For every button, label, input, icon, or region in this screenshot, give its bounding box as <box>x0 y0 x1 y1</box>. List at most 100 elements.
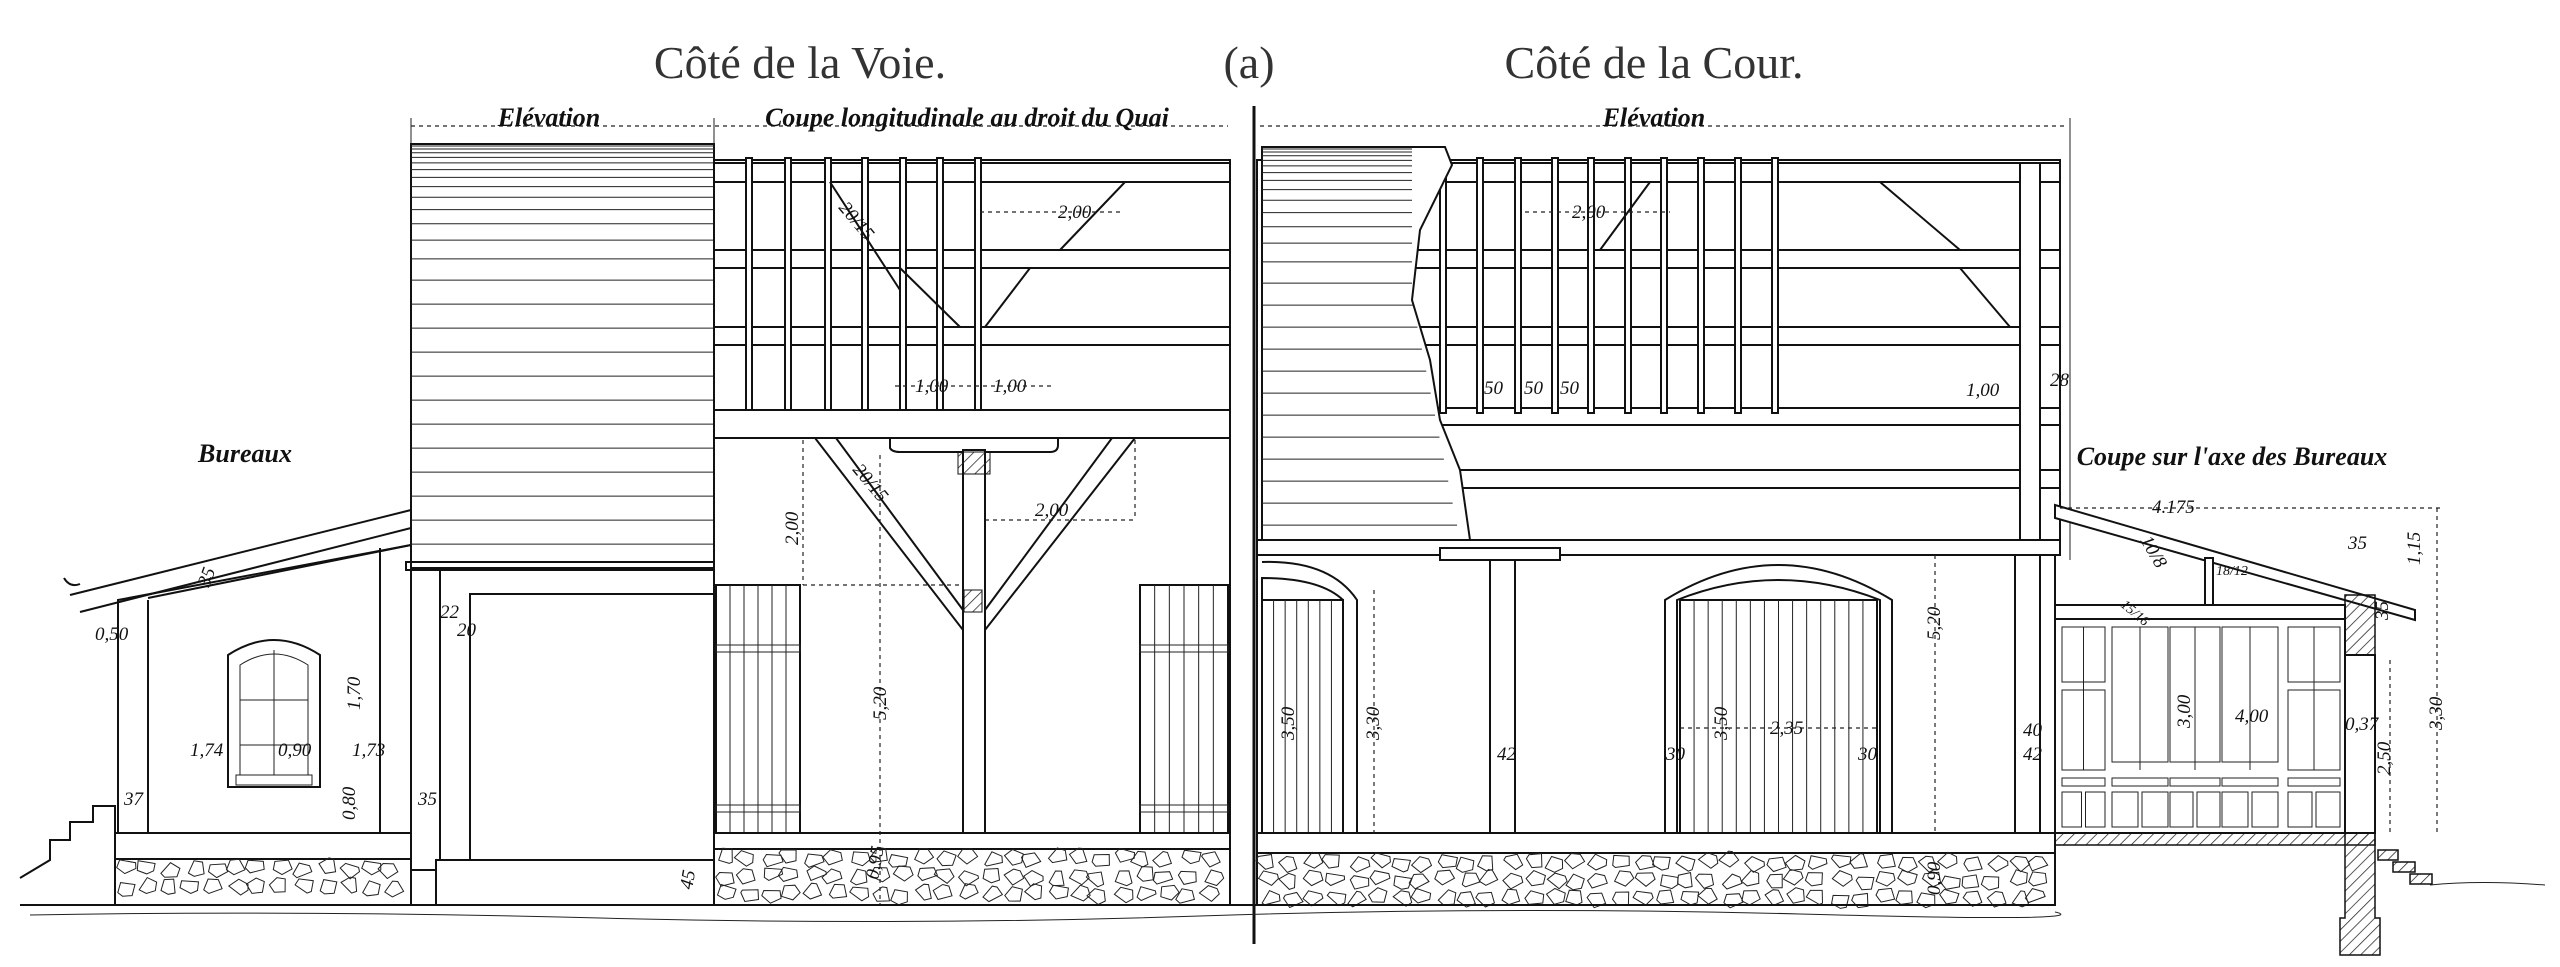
rafter <box>936 157 944 414</box>
rubble-stone <box>761 889 782 904</box>
rubble-stone <box>1478 868 1499 886</box>
rubble-stone <box>1697 887 1718 905</box>
rubble-stone <box>917 867 939 882</box>
rubble-stone <box>318 857 337 874</box>
rubble-stone <box>1917 855 1938 873</box>
lower-panel <box>2111 791 2139 828</box>
rubble-stone <box>1003 868 1025 886</box>
rubble-stone <box>1369 870 1391 886</box>
rubble-stone <box>957 848 979 865</box>
rubble-stone <box>1114 870 1133 887</box>
rubble-stone <box>207 863 229 879</box>
steps <box>19 805 116 879</box>
rubble-stone <box>1875 887 1896 903</box>
rubble-stone <box>872 886 891 902</box>
rubble-stone <box>1434 869 1456 886</box>
rubble-stone <box>1408 873 1430 890</box>
rubble-stone <box>1877 853 1896 869</box>
rubble-stone <box>1940 875 1961 890</box>
rubble-stone <box>849 886 870 902</box>
dim-brace-height: 2,00 <box>782 511 803 545</box>
rubble-stone <box>244 859 265 874</box>
rubble-stone <box>1986 890 2007 908</box>
rubble-stone <box>1456 891 1476 908</box>
rubble-stone <box>1302 869 1324 887</box>
brace <box>1599 181 1651 251</box>
label-elevation-right: Elévation <box>1602 103 1706 132</box>
title-cote-cour: Côté de la Cour. <box>1505 37 1804 88</box>
rubble-stone <box>828 883 848 899</box>
rubble-stone <box>187 860 205 877</box>
rubble-stone <box>1410 856 1433 874</box>
rubble-stone <box>777 866 799 882</box>
rubble-stone <box>822 849 843 866</box>
rubble-stone <box>1152 850 1173 868</box>
rubble-stone <box>1723 893 1744 909</box>
dim-edge: 28 <box>2050 370 2070 391</box>
rafter <box>1624 157 1632 414</box>
ground-line <box>20 904 2062 923</box>
rubble-stone <box>1091 853 1110 867</box>
porch-opening <box>410 569 715 906</box>
rubble-stone <box>1257 870 1279 887</box>
rubble-stone <box>361 860 382 876</box>
rubble-stone <box>1634 872 1656 887</box>
rubble-stone <box>138 876 158 895</box>
rubble-stone <box>225 858 246 876</box>
door-hinge <box>715 644 801 653</box>
rubble-stone <box>179 880 200 895</box>
title-cote-voie: Côté de la Voie. <box>654 37 946 88</box>
rubble-stone <box>821 868 843 885</box>
beam <box>1399 162 2061 183</box>
lower-panel <box>2061 791 2082 828</box>
dim-post-50a: 50 <box>1484 378 1504 399</box>
dim-pier-b: 42 <box>2023 744 2043 765</box>
dim-partition-height: 3,00 <box>2174 694 2195 729</box>
rubble-stone <box>362 880 381 897</box>
rubble-stone <box>1525 853 1543 869</box>
rubble-stone <box>1897 869 1918 886</box>
rubble-stone <box>1656 889 1675 905</box>
rubble-stone <box>136 860 156 875</box>
rubble-stone <box>1987 854 2009 873</box>
rubble-stone <box>1455 856 1475 873</box>
figure-label: (a) <box>1223 37 1274 88</box>
rubble-stone <box>802 882 823 900</box>
rafter <box>1551 157 1559 414</box>
rubble-stone <box>203 878 223 895</box>
rubble-stone <box>1023 883 1043 901</box>
dim-span-top-cour: 2,00 <box>1572 202 1606 223</box>
rubble-stone <box>1586 872 1608 889</box>
rafter <box>1476 157 1484 414</box>
shutter-door-left <box>715 584 801 834</box>
rubble-stone <box>1851 892 1869 909</box>
rubble-stone <box>1391 858 1412 873</box>
rubble-stone <box>778 849 797 864</box>
rubble-stone <box>1437 854 1458 869</box>
dim-base-cour: 0,90 <box>1924 861 1945 895</box>
rubble-stone <box>1766 856 1787 873</box>
beam <box>713 162 1231 183</box>
rail <box>2287 777 2341 787</box>
rubble-stone <box>1020 852 1042 868</box>
rubble-stone <box>160 862 181 878</box>
rubble-stone <box>1461 872 1481 888</box>
dim-window-height-section: 2,50 <box>2374 741 2395 775</box>
rubble-stone <box>740 889 760 903</box>
label-elevation-left: Elévation <box>497 103 601 132</box>
rubble-stone <box>1849 853 1869 869</box>
rubble-stone <box>1613 870 1635 887</box>
rail <box>2221 777 2279 787</box>
rubble-stone <box>1831 894 1850 909</box>
shutter-door-right <box>1139 584 1229 834</box>
dim-window-height: 1,70 <box>344 676 365 710</box>
dim-wall: 0,37 <box>2345 714 2380 735</box>
door-hinge <box>1139 804 1229 813</box>
rafter <box>899 157 907 414</box>
rubble-stone <box>735 868 756 885</box>
dim-height-quai: 5,20 <box>870 686 891 720</box>
dim-post-a: 22 <box>440 602 460 623</box>
rubble-stone <box>1277 872 1296 890</box>
section-bureaux <box>2054 503 2546 956</box>
dim-roof-rise: 1,15 <box>2404 532 2425 565</box>
